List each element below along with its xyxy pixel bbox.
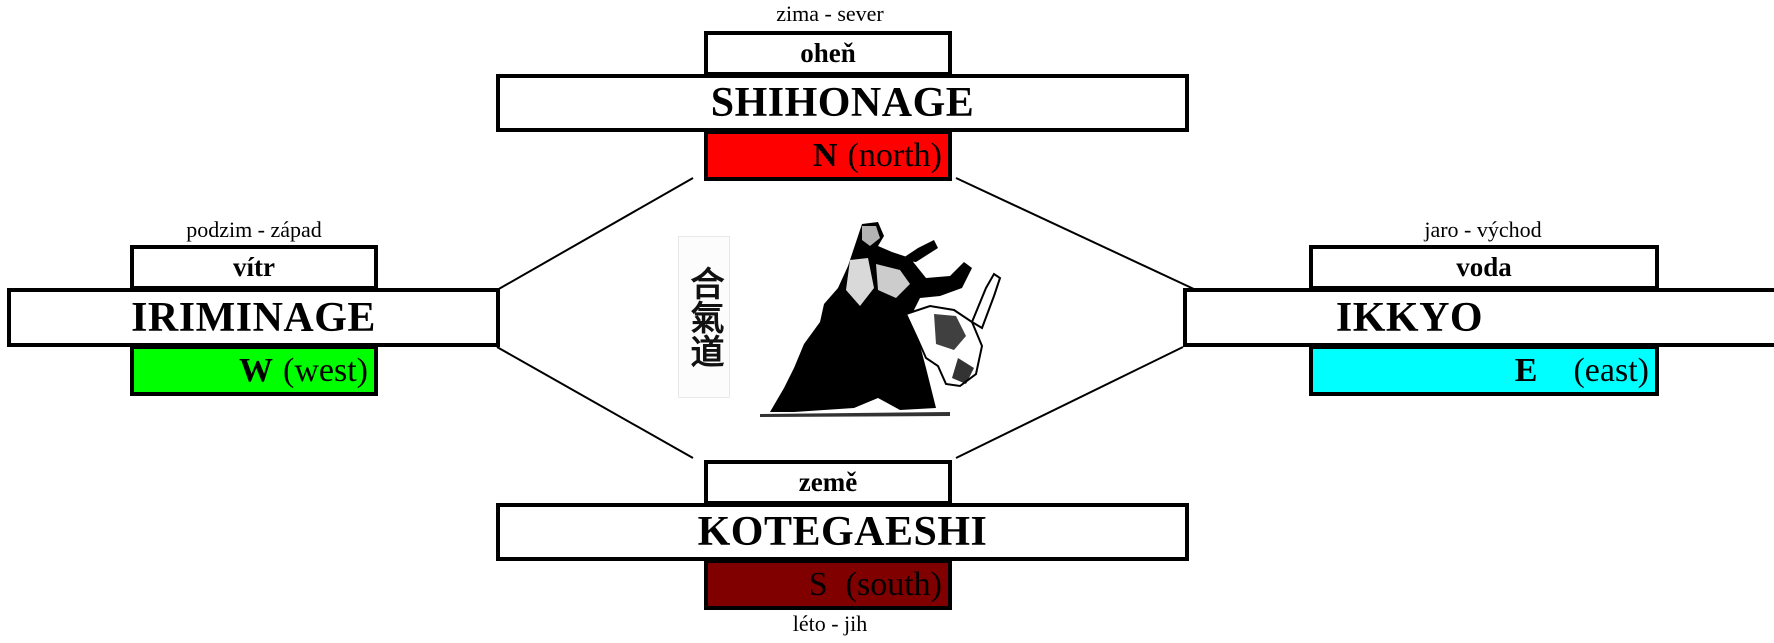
line-north-east [955, 177, 1197, 291]
east-element-box: voda [1309, 245, 1659, 290]
west-direction-box: W (west) [130, 345, 378, 396]
west-technique-box: IRIMINAGE [7, 288, 500, 347]
north-direction-text: (north) [847, 136, 942, 174]
south-direction-letter: S [808, 565, 828, 603]
north-direction-letter: N [813, 136, 838, 174]
east-technique-box: IKKYO [1183, 288, 1774, 347]
east-direction-letter: E [1514, 351, 1538, 389]
west-direction-text: (west) [283, 351, 368, 389]
north-element-label: oheň [800, 38, 856, 68]
east-direction-text: (east) [1573, 351, 1649, 389]
center-emblem: 合氣道 [676, 218, 1006, 418]
west-technique-label: IRIMINAGE [131, 294, 376, 341]
west-season-label: podzim - západ [186, 217, 322, 242]
east-element-label: voda [1456, 252, 1512, 282]
west-direction-letter: W [239, 351, 274, 389]
west-element-box: vítr [130, 245, 378, 290]
south-element-box: země [704, 460, 952, 505]
north-technique-label: SHIHONAGE [710, 80, 975, 126]
line-east-south [955, 346, 1184, 459]
north-direction-box: N (north) [704, 130, 952, 181]
aikido-calligraphy-panel: 合氣道 [678, 236, 730, 398]
aikido-calligraphy: 合氣道 [684, 266, 724, 368]
east-direction-box: E (east) [1309, 345, 1659, 396]
east-season-label: jaro - východ [1424, 217, 1542, 242]
south-season-label: léto - jih [792, 611, 868, 636]
south-technique-box: KOTEGAESHI [496, 503, 1189, 561]
aikido-throw-illustration [760, 222, 1002, 417]
north-technique-box: SHIHONAGE [496, 74, 1189, 132]
south-direction-text: (south) [845, 565, 942, 603]
east-technique-label: IKKYO [1335, 294, 1484, 341]
north-season-label: zima - sever [776, 1, 884, 26]
south-technique-label: KOTEGAESHI [697, 509, 988, 555]
south-element-label: země [798, 467, 858, 497]
north-element-box: oheň [704, 31, 952, 76]
line-north-west [496, 177, 694, 291]
west-element-label: vítr [233, 252, 275, 282]
line-west-south [496, 346, 694, 459]
south-direction-box: S (south) [704, 559, 952, 610]
